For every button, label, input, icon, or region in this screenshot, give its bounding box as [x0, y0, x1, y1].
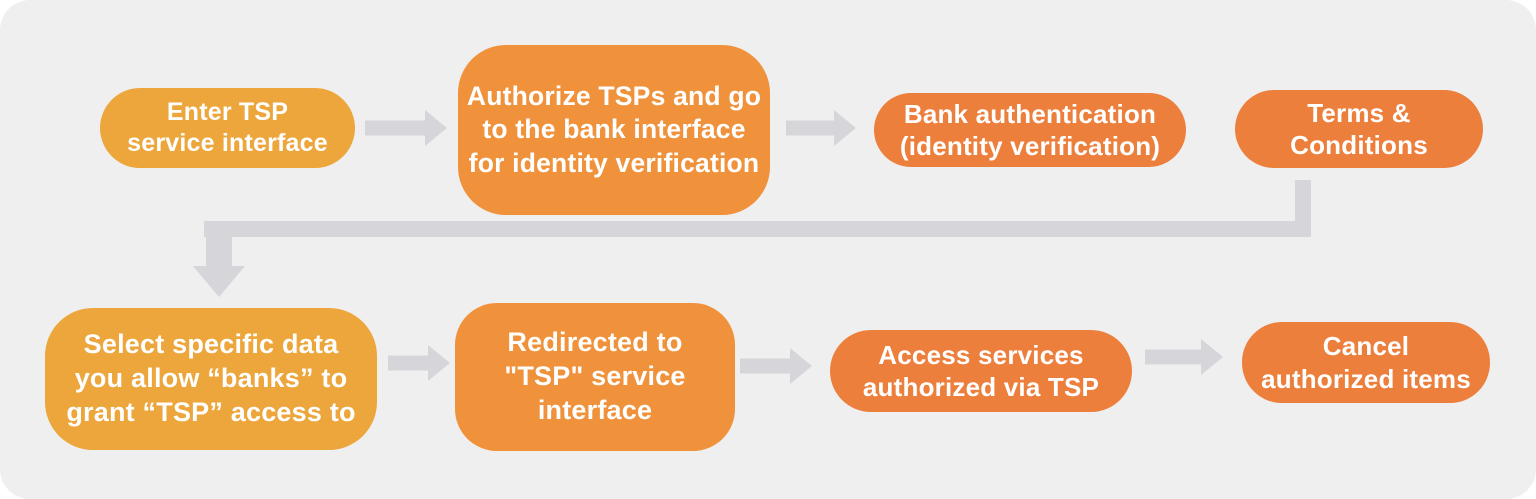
flow-step-redirected-to-tsp: Redirected to "TSP" service interface	[455, 303, 735, 451]
flow-step-access-services: Access services authorized via TSP	[830, 330, 1132, 412]
flow-step-cancel-authorized-items: Cancel authorized items	[1242, 322, 1490, 403]
flow-step-select-specific-data: Select specific data you allow “banks” t…	[45, 308, 377, 450]
flow-step-enter-tsp-service-interface: Enter TSP service interface	[100, 88, 355, 168]
flow-step-authorize-tsps: Authorize TSPs and go to the bank interf…	[458, 45, 770, 215]
flow-step-terms-conditions: Terms & Conditions	[1235, 90, 1483, 168]
flow-step-bank-authentication: Bank authentication (identity verificati…	[874, 93, 1186, 167]
